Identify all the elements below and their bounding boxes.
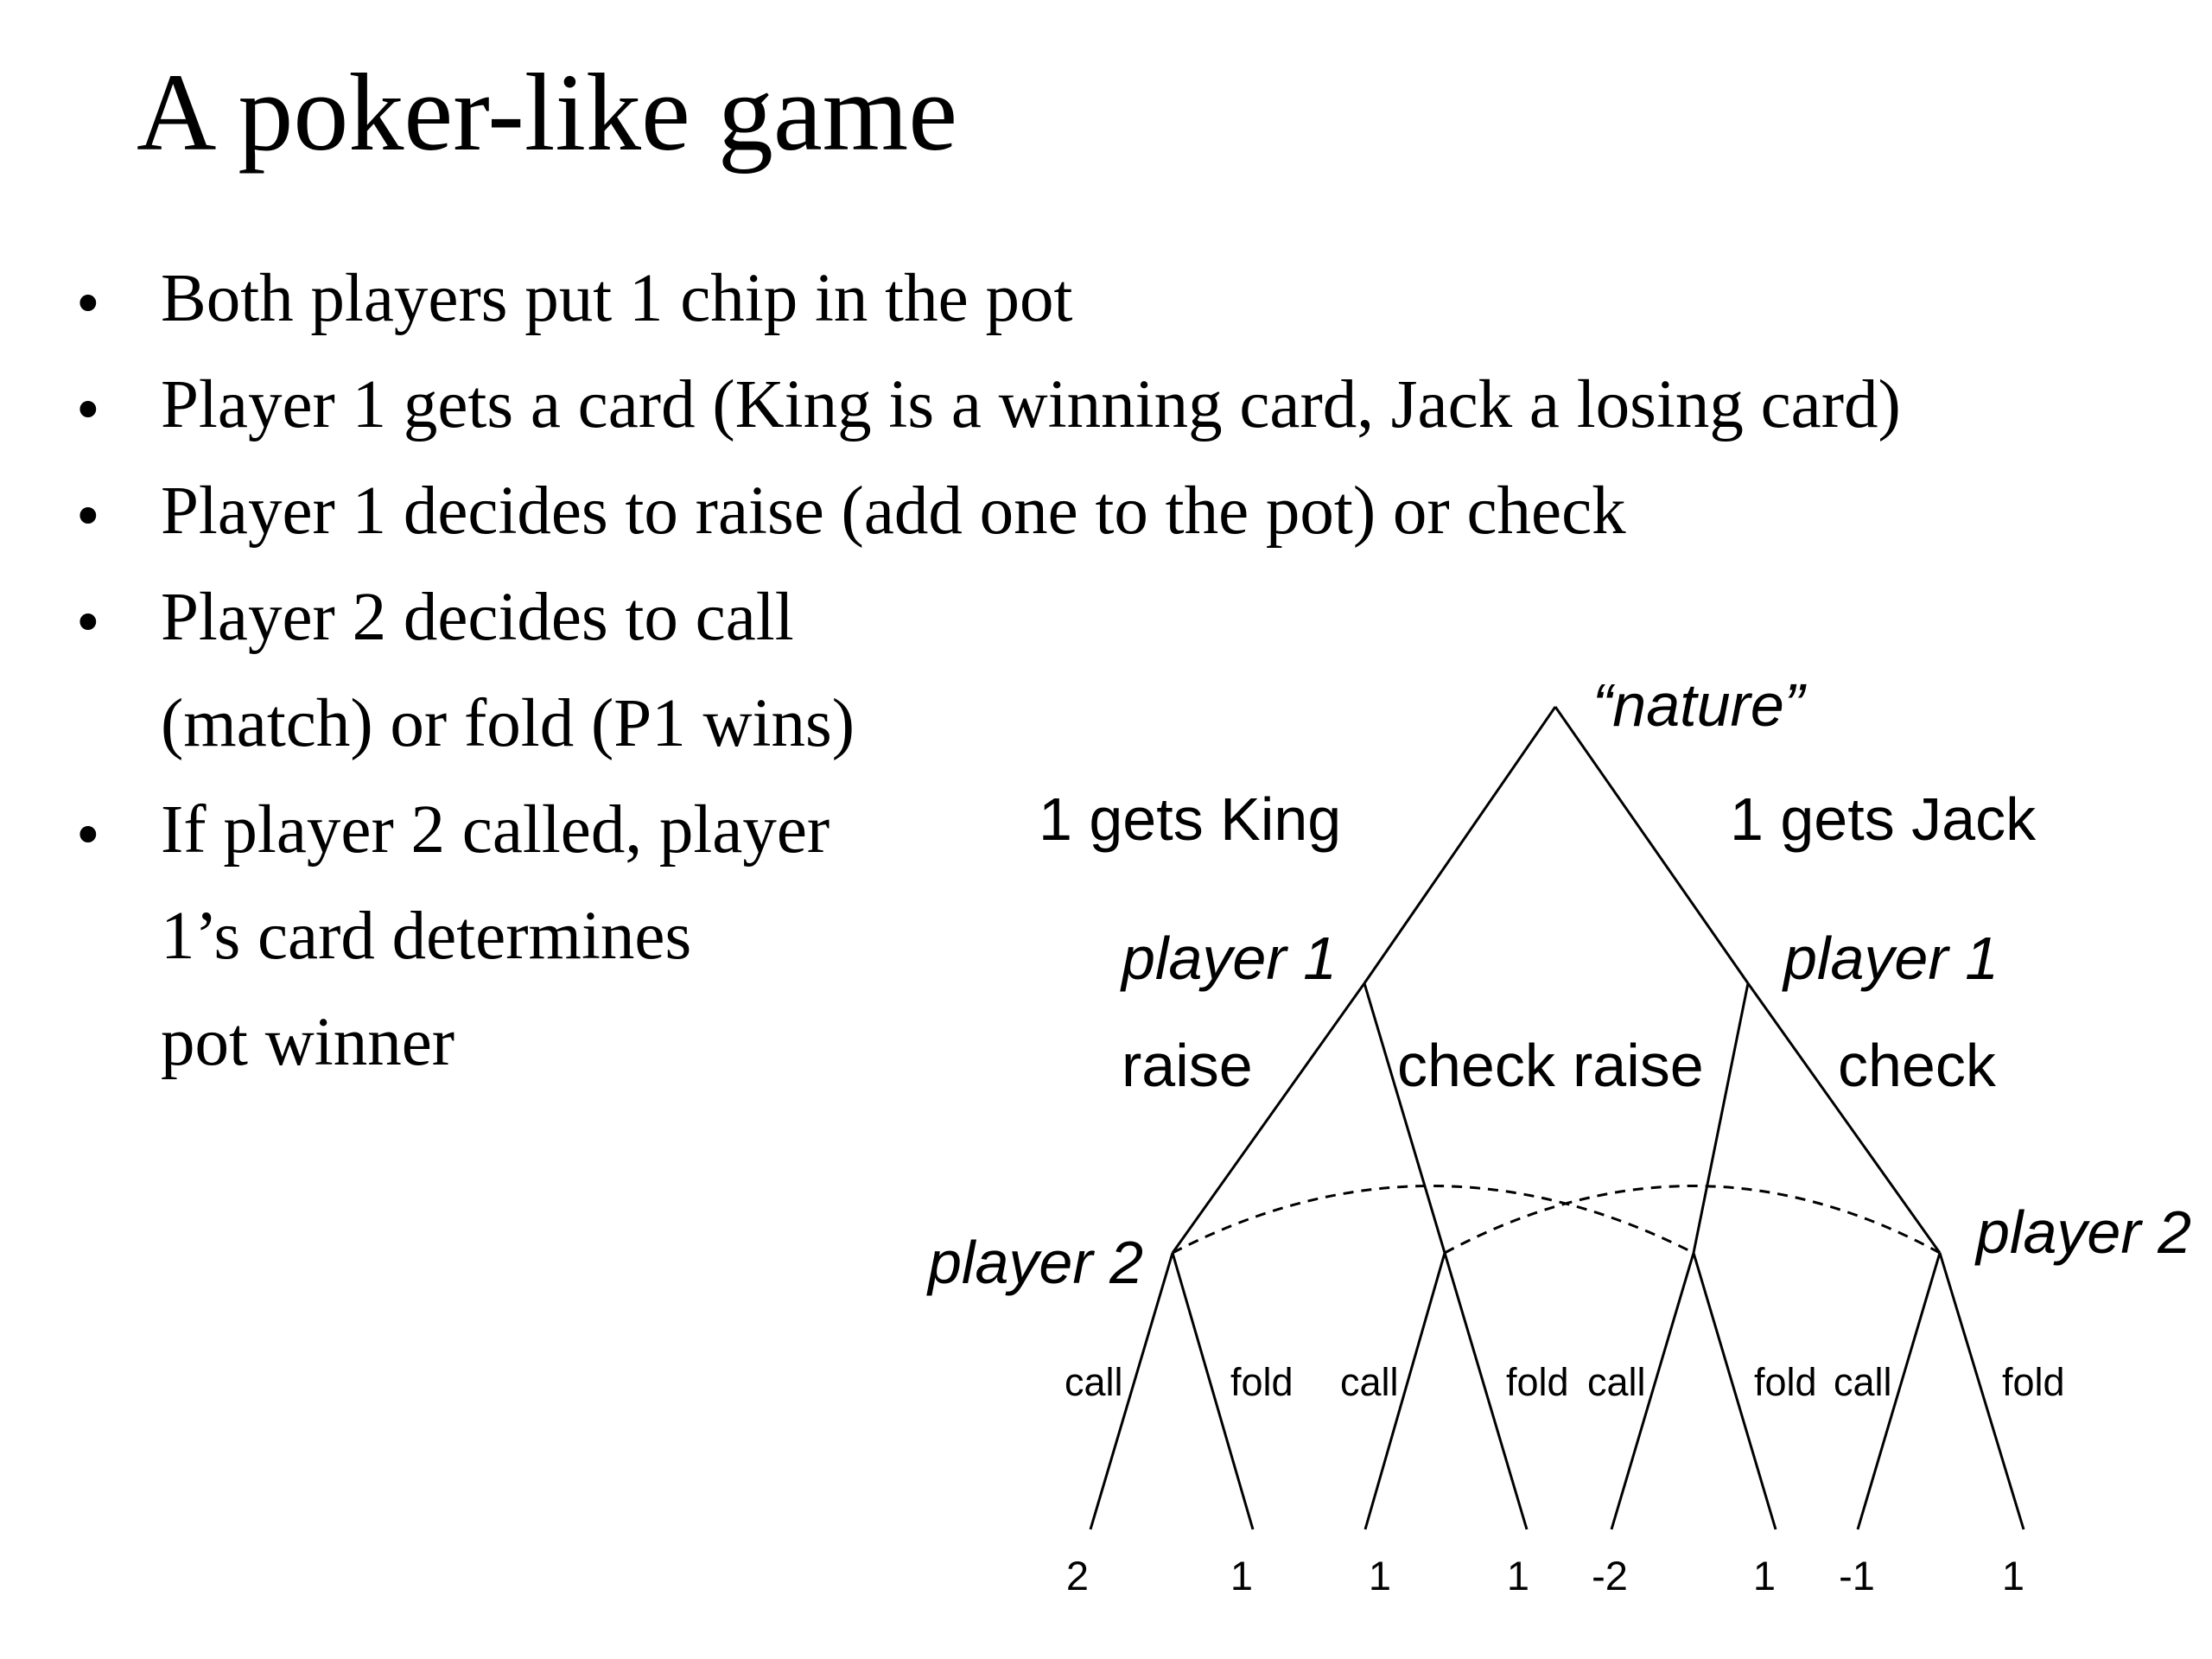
edge-nature-king <box>1363 706 1557 984</box>
action-jack-raise: raise <box>1573 1032 1704 1099</box>
payoff-3: 1 <box>1369 1553 1391 1599</box>
p2d-fold-label: fold <box>2002 1360 2065 1404</box>
info-set-raise <box>1172 1185 1694 1255</box>
info-set-check <box>1444 1185 1941 1255</box>
payoff-1: 2 <box>1066 1553 1089 1599</box>
edge-p2a-call <box>1089 1252 1174 1530</box>
edge-p2a-fold <box>1171 1252 1255 1530</box>
edge-p2d-call <box>1856 1252 1942 1530</box>
p2a-call-label: call <box>1065 1360 1123 1404</box>
branch-label-jack: 1 gets Jack <box>1730 785 2037 853</box>
branch-label-king: 1 gets King <box>1039 785 1341 853</box>
edge-jack-raise <box>1692 982 1750 1254</box>
edge-jack-check <box>1746 982 1942 1254</box>
p2d-call-label: call <box>1834 1360 1892 1404</box>
edge-nature-jack <box>1554 706 1750 984</box>
edge-p2b-fold <box>1443 1252 1529 1530</box>
p2c-call-label: call <box>1587 1360 1646 1404</box>
payoff-5: -2 <box>1592 1553 1628 1599</box>
payoff-6: 1 <box>1753 1553 1776 1599</box>
information-sets <box>1172 1185 1941 1255</box>
edge-p2c-call <box>1610 1252 1695 1530</box>
edge-king-raise <box>1171 982 1366 1254</box>
p2c-fold-label: fold <box>1754 1360 1817 1404</box>
action-jack-check: check <box>1838 1032 1997 1099</box>
payoff-7: -1 <box>1839 1553 1875 1599</box>
player2-label-left: player 2 <box>926 1229 1143 1296</box>
p2b-fold-label: fold <box>1506 1360 1569 1404</box>
p2b-call-label: call <box>1340 1360 1399 1404</box>
payoff-4: 1 <box>1507 1553 1529 1599</box>
p2a-fold-label: fold <box>1230 1360 1294 1404</box>
action-king-raise: raise <box>1122 1032 1253 1099</box>
player1-label-king: player 1 <box>1120 925 1337 992</box>
player2-label-right: player 2 <box>1974 1198 2191 1266</box>
payoffs: 2 1 1 1 -2 1 -1 1 <box>1066 1553 2024 1599</box>
payoff-8: 1 <box>2002 1553 2024 1599</box>
player1-label-jack: player 1 <box>1782 925 1999 992</box>
payoff-2: 1 <box>1230 1553 1253 1599</box>
edge-king-check <box>1363 982 1446 1254</box>
edge-p2b-call <box>1363 1252 1446 1530</box>
edge-p2c-fold <box>1692 1252 1777 1530</box>
action-king-check: check <box>1397 1032 1556 1099</box>
nature-label: “nature” <box>1592 671 1807 739</box>
tree-edges <box>1089 706 2025 1530</box>
edge-p2d-fold <box>1938 1252 2025 1530</box>
slide-title: A poker-like game <box>137 51 957 174</box>
